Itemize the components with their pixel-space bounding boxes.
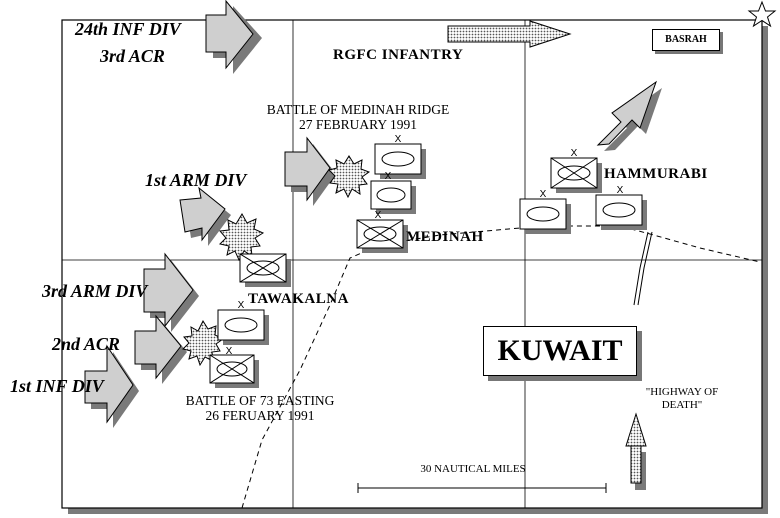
label-battle-medinah: BATTLE OF MEDINAH RIDGE 27 FEBRUARY 1991 [242,102,474,132]
arrow-1st-arm-icon [179,186,231,246]
label-2nd-acr: 2nd ACR [52,334,120,354]
echelon-mark: X [571,148,578,159]
battle-medinah-date: 27 FEBRUARY 1991 [298,117,418,132]
label-1st-inf-div: 1st INF DIV [10,376,104,396]
arrow-2nd-acr-icon [134,314,187,384]
echelon-mark: X [540,189,547,200]
unit-symbol-medinah-mid [370,180,416,214]
unit-symbol-medinah-top [374,143,426,179]
echelon-mark: X [238,300,245,311]
label-tawakalna: TAWAKALNA [248,291,349,307]
label-3rd-acr: 3rd ACR [100,46,165,66]
echelon-mark: X [395,134,402,145]
battle-medinah-title: BATTLE OF MEDINAH RIDGE [266,102,450,117]
unit-symbol-hammurabi-armor [550,157,602,193]
arrow-1st-inf-icon [84,344,139,428]
label-medinah: MEDINAH [406,229,484,245]
unit-symbol-hammurabi-left [519,198,571,234]
unit-symbol-tawakalna-armor [239,253,291,287]
unit-symbol-medinah-armor [356,219,408,253]
unit-symbol-tawakalna-inf [217,309,269,345]
highway-line-1: "HIGHWAY OF [645,386,719,398]
echelon-mark: X [375,210,382,221]
label-3rd-arm-div: 3rd ARM DIV [42,281,148,301]
highway-line-2: DEATH" [661,399,703,411]
scale-bar-label: 30 NAUTICAL MILES [420,463,526,475]
highway-road-line-b [637,231,653,306]
label-kuwait: KUWAIT [483,326,637,376]
label-rgfc-infantry: RGFC INFANTRY [333,47,464,63]
echelon-mark: X [617,185,624,196]
label-highway-of-death: "HIGHWAY OF DEATH" [636,386,728,412]
label-24th-inf-div: 24th INF DIV [75,19,181,39]
arrow-highway-north-icon [625,412,647,490]
label-hammurabi: HAMMURABI [604,166,708,182]
kuwait-border-line [241,225,761,509]
label-battle-73-easting: BATTLE OF 73 EASTING 26 FERUARY 1991 [158,393,362,423]
label-1st-arm-div: 1st ARM DIV [145,170,247,190]
echelon-mark: X [385,171,392,182]
arrow-hammurabi-retreat-icon [596,80,662,151]
explosion-icon [219,213,265,262]
explosion-icon [328,155,371,199]
scale-bar [357,483,607,493]
highway-road-line-a [633,231,649,306]
label-basrah: BASRAH [652,29,720,51]
rgfc-arrow-icon [447,20,572,48]
arrow-24th-inf-icon [205,0,262,74]
compass-star-icon [747,0,777,28]
unit-symbol-easting-armor [209,354,259,388]
arrow-medinah-push-icon [284,136,336,206]
arrow-3rd-arm-icon [143,252,199,332]
battle-easting-title: BATTLE OF 73 EASTING [185,393,335,408]
echelon-mark: X [226,346,233,357]
unit-symbol-hammurabi-right [595,194,647,230]
battle-easting-date: 26 FERUARY 1991 [205,408,315,423]
